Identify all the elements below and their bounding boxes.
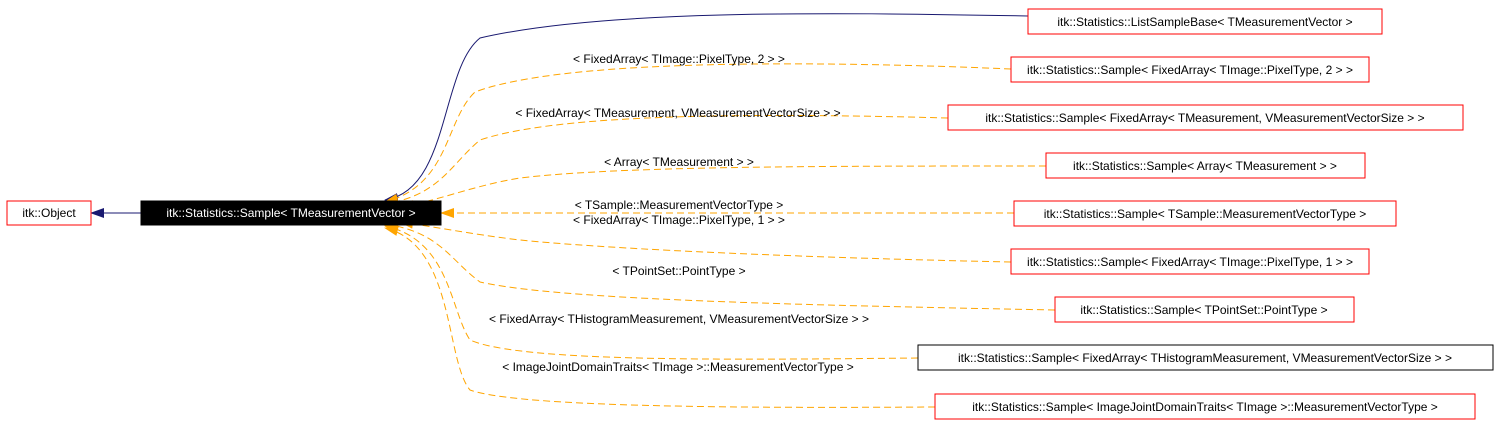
edge-label-measurement: < FixedArray< TMeasurement, VMeasurement…: [515, 106, 840, 120]
edge-label-array: < Array< TMeasurement > >: [604, 155, 754, 169]
node-sample-pointtype[interactable]: itk::Statistics::Sample< TPointSet::Poin…: [1054, 296, 1355, 323]
node-list-sample-base[interactable]: itk::Statistics::ListSampleBase< TMeasur…: [1027, 8, 1383, 35]
node-sample-histogram[interactable]: itk::Statistics::Sample< FixedArray< THi…: [917, 344, 1494, 371]
node-sample-tsample-mvtype[interactable]: itk::Statistics::Sample< TSample::Measur…: [1013, 200, 1397, 227]
edge-array-to-sample: [399, 165, 1047, 211]
node-sample-array-measurement[interactable]: itk::Statistics::Sample< Array< TMeasure…: [1045, 152, 1366, 179]
edge-pixel2-to-sample: [384, 63, 1012, 204]
node-sample-histogram-label: itk::Statistics::Sample< FixedArray< THi…: [958, 351, 1452, 365]
node-sample-fixedarray-pixel1[interactable]: itk::Statistics::Sample< FixedArray< TIm…: [1010, 248, 1370, 275]
edge-label-tsample: < TSample::MeasurementVectorType >: [575, 198, 784, 212]
node-sample-current-label: itk::Statistics::Sample< TMeasurementVec…: [166, 206, 415, 220]
node-sample-pointtype-label: itk::Statistics::Sample< TPointSet::Poin…: [1080, 303, 1327, 317]
edge-label-jointdomain: < ImageJointDomainTraits< TImage >::Meas…: [502, 360, 854, 374]
node-itk-object-label: itk::Object: [22, 206, 76, 220]
node-sample-fixedarray-measurement-label: itk::Statistics::Sample< FixedArray< TMe…: [985, 111, 1424, 125]
node-sample-fixedarray-pixel2-label: itk::Statistics::Sample< FixedArray< TIm…: [1027, 63, 1353, 77]
edge-label-pointtype: < TPointSet::PointType >: [612, 264, 745, 278]
edge-histogram-to-sample: [384, 223, 919, 360]
edge-label-pixel1: < FixedArray< TImage::PixelType, 1 > >: [573, 213, 785, 227]
edge-measurement-to-sample: [384, 114, 949, 207]
edge-pixel1-to-sample: [399, 218, 1012, 263]
node-sample-fixedarray-measurement[interactable]: itk::Statistics::Sample< FixedArray< TMe…: [947, 104, 1464, 131]
node-sample-jointdomain[interactable]: itk::Statistics::Sample< ImageJointDomai…: [934, 393, 1476, 420]
edge-label-pixel2: < FixedArray< TImage::PixelType, 2 > >: [573, 52, 785, 66]
node-itk-object[interactable]: itk::Object: [6, 200, 92, 226]
node-sample-fixedarray-pixel2[interactable]: itk::Statistics::Sample< FixedArray< TIm…: [1010, 56, 1370, 83]
node-sample-current: itk::Statistics::Sample< TMeasurementVec…: [140, 200, 442, 226]
node-sample-array-measurement-label: itk::Statistics::Sample< Array< TMeasure…: [1073, 159, 1337, 173]
edge-label-histogram: < FixedArray< THistogramMeasurement, VMe…: [489, 312, 869, 326]
node-list-sample-base-label: itk::Statistics::ListSampleBase< TMeasur…: [1057, 15, 1352, 29]
node-sample-jointdomain-label: itk::Statistics::Sample< ImageJointDomai…: [972, 400, 1438, 414]
edge-listsamplebase-to-sample: [384, 13, 1029, 203]
node-sample-tsample-mvtype-label: itk::Statistics::Sample< TSample::Measur…: [1044, 207, 1367, 221]
edge-pointtype-to-sample: [384, 220, 1056, 311]
node-sample-fixedarray-pixel1-label: itk::Statistics::Sample< FixedArray< TIm…: [1027, 255, 1353, 269]
